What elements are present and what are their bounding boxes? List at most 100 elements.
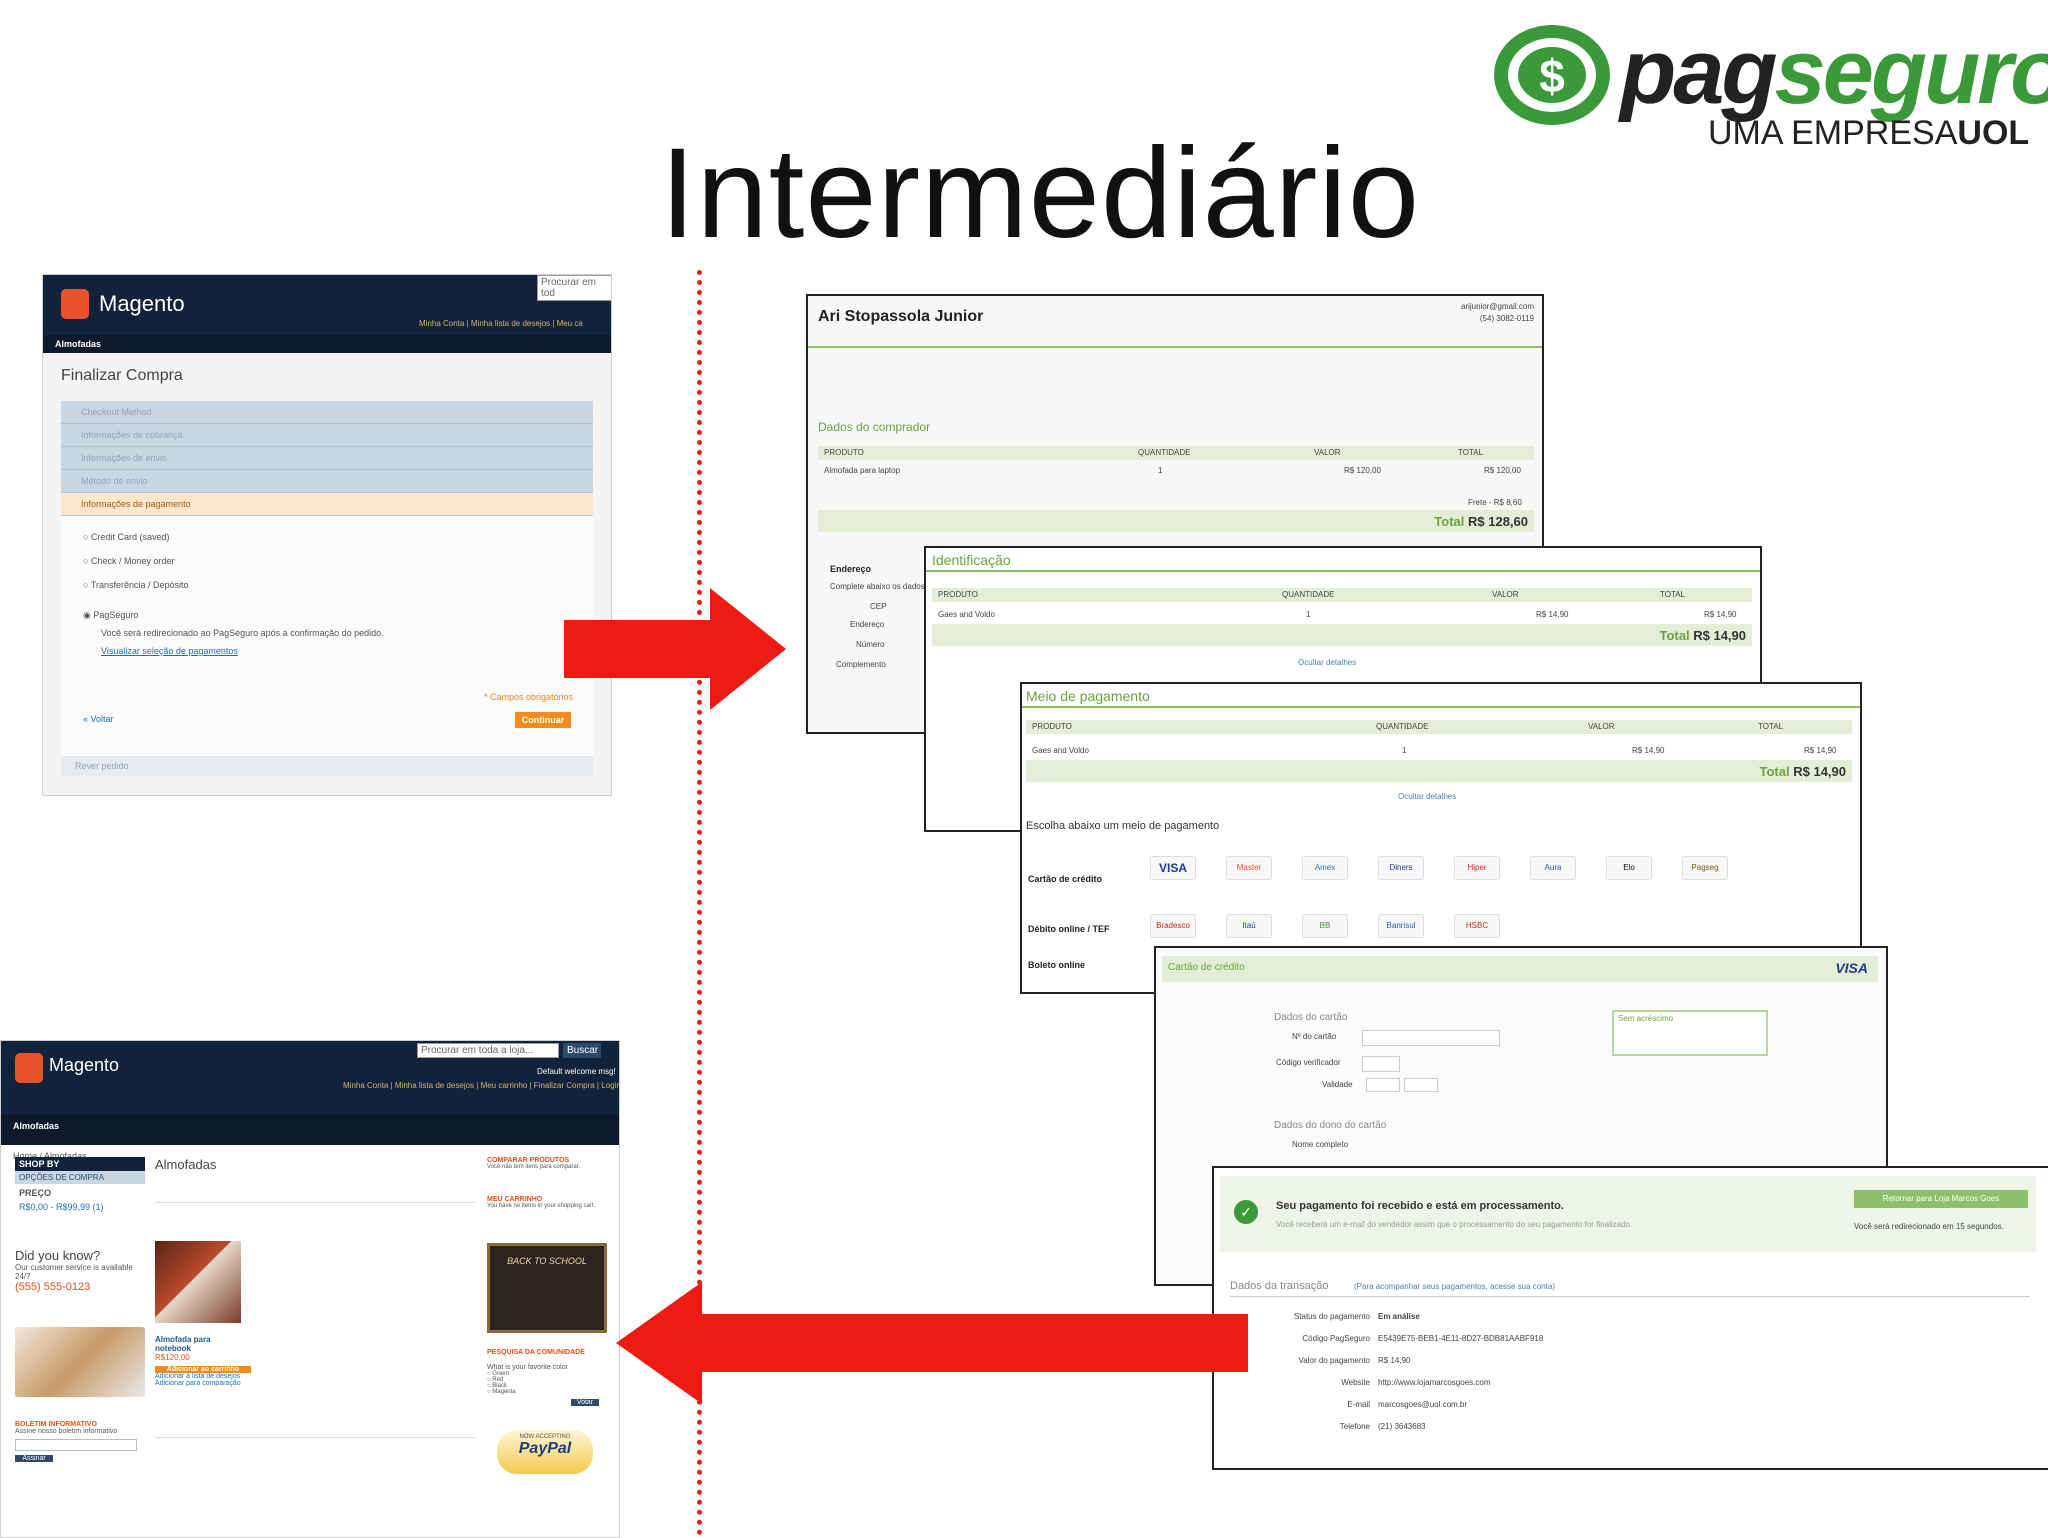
col-total: TOTAL [1660, 590, 1686, 599]
col-product: PRODUTO [824, 448, 864, 457]
bank-bradesco-button[interactable]: Bradesco [1150, 914, 1196, 938]
magento-store-screenshot: Magento Procurar em toda a loja... Busca… [0, 1040, 620, 1538]
hide-details-link[interactable]: Ocultar detalhes [1398, 792, 1457, 801]
poll-option[interactable]: ○ Green [487, 1371, 509, 1377]
card-elo-button[interactable]: Elo [1606, 856, 1652, 880]
card-master-button[interactable]: Master [1226, 856, 1272, 880]
step-1[interactable]: Checkout Method [61, 401, 593, 424]
hide-details-link[interactable]: Ocultar detalhes [1298, 658, 1357, 667]
header-links[interactable]: Minha Conta | Minha lista de desejos | M… [419, 319, 583, 328]
wishlist-link[interactable]: Adicionar à lista de desejos [155, 1373, 241, 1380]
product-image[interactable] [155, 1241, 241, 1323]
col-total: TOTAL [1458, 448, 1484, 457]
total-value: Total R$ 14,90 [1760, 764, 1846, 779]
total-value: Total R$ 14,90 [1660, 628, 1746, 643]
magento-store-header: Magento Procurar em toda a loja... Busca… [1, 1041, 619, 1115]
store-nav-bar[interactable]: Almofadas [1, 1115, 619, 1145]
back-to-school-banner[interactable]: BACK TO SCHOOL [487, 1243, 607, 1333]
back-link[interactable]: « Voltar [83, 714, 114, 724]
return-store-button[interactable]: Retornar para Loja Marcos Goes [1854, 1190, 2028, 1208]
bank-hsbc-button[interactable]: HSBC [1454, 914, 1500, 938]
magento-brand: Magento [99, 291, 185, 316]
poll-option[interactable]: ○ Magenta [487, 1389, 516, 1395]
search-input[interactable]: Procurar em tod [537, 275, 611, 301]
paypal-badge[interactable]: NOW ACCEPTING PayPal [497, 1430, 593, 1474]
debit-label: Débito online / TEF [1028, 924, 1110, 934]
validity-month-select[interactable] [1366, 1078, 1400, 1092]
slide-title: Intermediário [660, 122, 1420, 265]
owner-title: Dados do dono do cartão [1274, 1120, 1387, 1131]
cart-text: You have no items in your shopping cart. [487, 1203, 596, 1209]
promo-text: BACK TO SCHOOL [507, 1256, 587, 1266]
logo-word-seguro: seguro [1774, 21, 2048, 123]
poll-option-label: Red [492, 1377, 504, 1383]
product-name-link[interactable]: Almofada para notebook [155, 1335, 211, 1353]
card-hiper-button[interactable]: Hiper [1454, 856, 1500, 880]
logo-word-pag: pag [1620, 21, 1778, 123]
installments-box[interactable]: Sem acréscimo [1612, 1010, 1768, 1056]
subscribe-button[interactable]: Assinar [15, 1455, 53, 1462]
nav-bar[interactable]: Almofadas [43, 335, 611, 353]
step-4[interactable]: Método de envio [61, 470, 593, 493]
detail-value: Em análise [1378, 1312, 1420, 1321]
required-note: * Campos obrigatórios [483, 692, 573, 702]
card-visa-button[interactable]: VISA [1150, 856, 1196, 880]
total-amount: R$ 128,60 [1468, 514, 1528, 529]
card-diners-button[interactable]: Diners [1378, 856, 1424, 880]
methods-link[interactable]: Visualizar seleção de pagamentos [101, 646, 238, 656]
left-column: SHOP BY OPÇÕES DE COMPRA PREÇO R$0,00 - … [15, 1157, 145, 1462]
detail-value: (21) 3643683 [1378, 1422, 1426, 1431]
validity-year-select[interactable] [1404, 1078, 1438, 1092]
detail-key: Código PagSeguro [1302, 1334, 1370, 1343]
step-2[interactable]: Informações de cobrança [61, 424, 593, 447]
review-step[interactable]: Rever pedido [61, 756, 593, 776]
option-check[interactable]: ○ Check / Money order [83, 556, 175, 566]
price-range-link[interactable]: R$0,00 - R$99,99 (1) [19, 1202, 104, 1212]
detail-key: Status do pagamento [1293, 1312, 1370, 1321]
card-pagseg-button[interactable]: Pagseg [1682, 856, 1728, 880]
col-total: TOTAL [1758, 722, 1784, 731]
step-payment[interactable]: Informações de pagamento [61, 493, 593, 516]
total-bar: Total R$ 128,60 [818, 510, 1534, 532]
card-number-input[interactable] [1362, 1030, 1500, 1046]
bank-banrisul-button[interactable]: Banrisul [1378, 914, 1424, 938]
total-bar: Total R$ 14,90 [1026, 760, 1852, 782]
row-product: Gaes and Voldo [1032, 746, 1089, 755]
option-credit-card[interactable]: ○ Credit Card (saved) [83, 532, 170, 542]
card-aura-button[interactable]: Aura [1530, 856, 1576, 880]
compare-link[interactable]: Adicionar para comparação [155, 1380, 241, 1387]
store-search-input[interactable]: Procurar em toda a loja... [417, 1043, 559, 1058]
section-hint[interactable]: (Para acompanhar seus pagamentos, acesse… [1354, 1282, 1556, 1291]
owner-name-label: Nome completo [1292, 1140, 1349, 1149]
store-search-button[interactable]: Buscar [563, 1043, 601, 1058]
vote-button[interactable]: Votar [571, 1399, 599, 1406]
poll-option[interactable]: ○ Red [487, 1377, 504, 1383]
breadcrumb[interactable]: Home / Almofadas [13, 1151, 87, 1161]
magento-checkout-screenshot: Magento Procurar em tod Minha Conta | Mi… [42, 274, 612, 796]
bank-itau-button[interactable]: Itaú [1226, 914, 1272, 938]
detail-value[interactable]: marcosgoes@uol.com.br [1378, 1400, 1468, 1409]
section-title: Meio de pagamento [1026, 688, 1150, 704]
ps-screen-payment-method: Meio de pagamento PRODUTO QUANTIDADE VAL… [1020, 682, 1862, 994]
cvv-label: Código verificador [1276, 1058, 1341, 1067]
poll-option[interactable]: ○ Black [487, 1383, 507, 1389]
newsletter-input[interactable] [15, 1439, 137, 1451]
option-transfer[interactable]: ○ Transferência / Depósito [83, 580, 189, 590]
option-label: Transferência / Depósito [90, 580, 189, 590]
magento-header: Magento Procurar em tod Minha Conta | Mi… [43, 275, 611, 335]
left-arrow-icon [616, 1282, 1248, 1404]
total-amount: R$ 14,90 [1793, 764, 1846, 779]
store-header-links[interactable]: Minha Conta | Minha lista de desejos | M… [343, 1081, 620, 1090]
card-amex-button[interactable]: Amex [1302, 856, 1348, 880]
step-3[interactable]: Informações de envio [61, 447, 593, 470]
section-rule [1022, 706, 1860, 708]
detail-value[interactable]: http://www.lojamarcosgoes.com [1378, 1378, 1491, 1387]
add-to-cart-button[interactable]: Adicionar ao carrinho [155, 1366, 251, 1373]
option-pagseguro[interactable]: ◉ PagSeguro [83, 610, 139, 620]
continue-button[interactable]: Continuar [515, 712, 571, 728]
total-label: Total [1659, 628, 1690, 643]
bank-bb-button[interactable]: BB [1302, 914, 1348, 938]
newsletter-title: BOLETIM INFORMATIVO [15, 1421, 97, 1428]
address-label: Endereço [830, 564, 872, 574]
cvv-input[interactable] [1362, 1056, 1400, 1072]
